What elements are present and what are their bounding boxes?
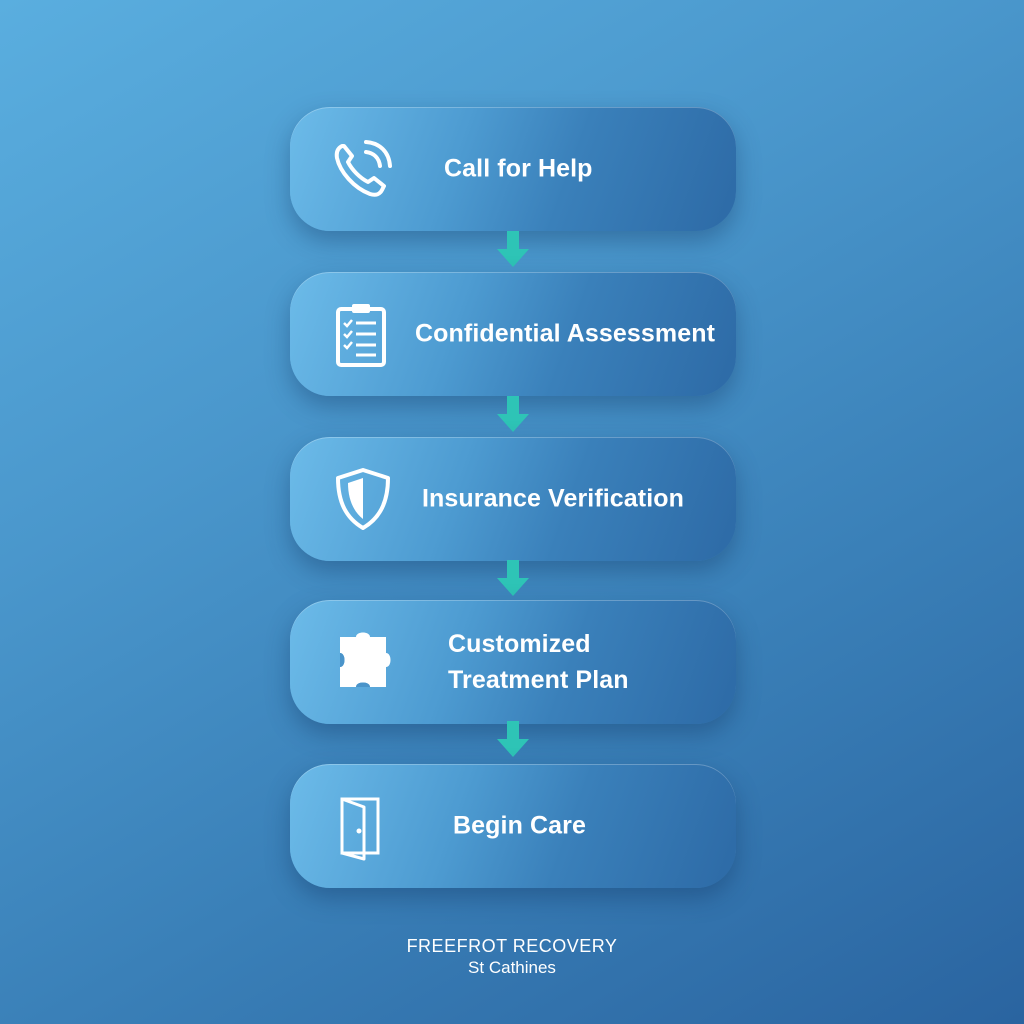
step-label-line2: Treatment Plan (448, 666, 629, 694)
step-label: Call for Help (444, 154, 593, 183)
arrow-down-icon (495, 560, 531, 598)
puzzle-piece-icon (328, 627, 398, 697)
step-label: Begin Care (453, 811, 586, 840)
arrow-down-icon (495, 396, 531, 434)
open-door-icon (328, 791, 398, 861)
footer-location: St Cathines (468, 958, 556, 977)
step-label-line1: Customized (448, 630, 591, 658)
shield-icon (328, 464, 398, 534)
step-begin-care: Begin Care (290, 764, 736, 888)
step-label: Insurance Verification (422, 484, 685, 513)
clipboard-checklist-icon (328, 299, 398, 369)
step-confidential-assessment: Confidential Assessment (290, 272, 736, 396)
arrow-down-icon (495, 721, 531, 759)
step-label: Confidential Assessment (415, 319, 716, 348)
step-label: Customized Treatment Plan (448, 626, 629, 698)
phone-icon (328, 134, 398, 204)
step-call-for-help: Call for Help (290, 107, 736, 231)
step-insurance-verification: Insurance Verification (290, 437, 736, 561)
footer-brand: FREEFROT RECOVERY (406, 936, 618, 956)
step-customized-treatment-plan: Customized Treatment Plan (290, 600, 736, 724)
arrow-down-icon (495, 231, 531, 269)
